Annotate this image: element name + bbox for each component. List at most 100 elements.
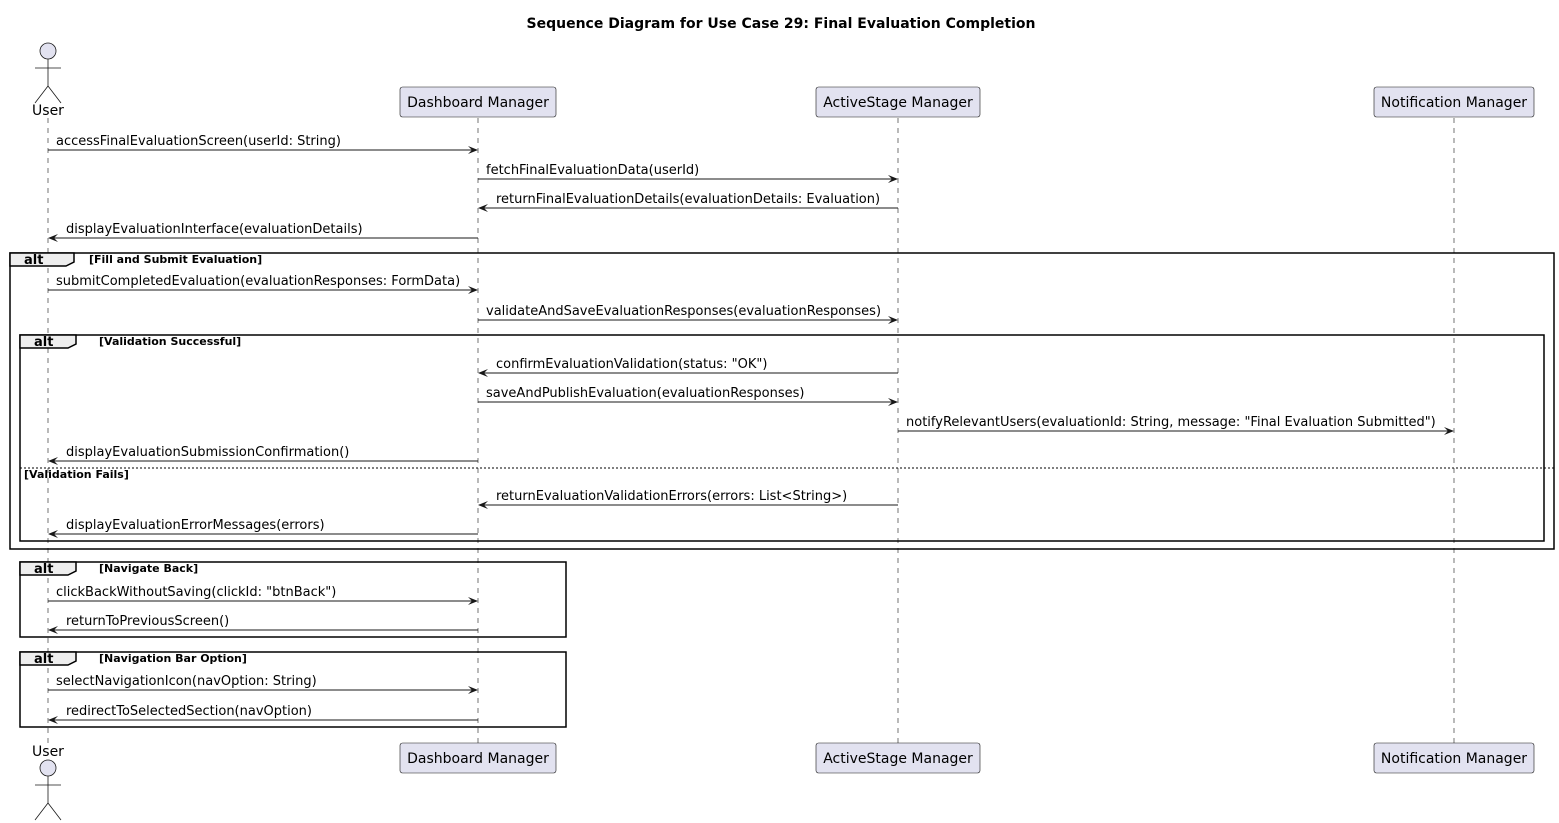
message-arrowhead <box>48 626 58 634</box>
message-11: returnEvaluationValidationErrors(errors:… <box>478 489 898 509</box>
message-arrowhead <box>48 530 58 538</box>
participant-box <box>815 742 981 774</box>
else-guard: [Validation Fails] <box>24 468 129 481</box>
message-arrowhead <box>468 146 478 154</box>
message-15: selectNavigationIcon(navOption: String) <box>48 674 478 694</box>
message-label: selectNavigationIcon(navOption: String) <box>56 674 317 689</box>
participant-label: Notification Manager <box>1381 751 1527 767</box>
participant-label: ActiveStage Manager <box>823 751 973 767</box>
message-label: validateAndSaveEvaluationResponses(evalu… <box>486 304 881 319</box>
participant-box <box>1373 742 1535 774</box>
fragment-keyword: alt <box>34 562 53 577</box>
fragment-keyword: alt <box>34 652 53 667</box>
message-arrowhead <box>888 398 898 406</box>
message-3: returnFinalEvaluationDetails(evaluationD… <box>478 192 898 212</box>
participant-notification-bottom: Notification Manager <box>1373 742 1535 774</box>
participant-label: User <box>32 103 64 119</box>
message-arrowhead <box>468 686 478 694</box>
message-6: validateAndSaveEvaluationResponses(evalu… <box>478 304 898 324</box>
message-label: displayEvaluationErrorMessages(errors) <box>66 518 325 533</box>
message-12: displayEvaluationErrorMessages(errors) <box>48 518 478 538</box>
alt-fragment-4: alt [Navigation Bar Option] <box>19 651 567 728</box>
message-arrowhead <box>48 716 58 724</box>
fragment-tab <box>19 561 77 576</box>
participant-label: ActiveStage Manager <box>823 95 973 111</box>
fragment-guard: [Fill and Submit Evaluation] <box>89 253 262 266</box>
fragment-guard: [Navigate Back] <box>99 562 198 575</box>
message-7: confirmEvaluationValidation(status: "OK"… <box>478 357 898 377</box>
message-arrowhead <box>478 369 488 377</box>
message-label: notifyRelevantUsers(evaluationId: String… <box>906 415 1436 430</box>
participant-activestage-bottom: ActiveStage Manager <box>815 742 981 774</box>
participant-label: Dashboard Manager <box>407 95 549 111</box>
message-5: submitCompletedEvaluation(evaluationResp… <box>48 274 478 294</box>
message-label: redirectToSelectedSection(navOption) <box>66 704 312 719</box>
fragment-keyword: alt <box>24 253 43 268</box>
participant-box <box>815 86 981 118</box>
message-arrowhead <box>478 204 488 212</box>
message-2: fetchFinalEvaluationData(userId) <box>478 163 898 183</box>
message-arrowhead <box>48 234 58 242</box>
fragment-frame <box>19 651 567 728</box>
message-8: saveAndPublishEvaluation(evaluationRespo… <box>478 386 898 406</box>
fragment-tab <box>9 252 75 267</box>
actor-right-leg <box>47 802 62 821</box>
message-arrowhead <box>468 597 478 605</box>
participant-label: Dashboard Manager <box>407 751 549 767</box>
message-arrowhead <box>1444 427 1454 435</box>
message-arrowhead <box>888 316 898 324</box>
alt-fragment-3: alt [Navigate Back] <box>19 561 567 638</box>
fragment-frame <box>19 334 1545 542</box>
fragment-guard: [Navigation Bar Option] <box>99 652 247 665</box>
message-label: saveAndPublishEvaluation(evaluationRespo… <box>486 386 804 401</box>
message-1: accessFinalEvaluationScreen(userId: Stri… <box>48 134 478 154</box>
fragment-tab <box>19 651 77 666</box>
message-arrowhead <box>478 501 488 509</box>
actor-head <box>39 759 57 777</box>
actor-user-top: User <box>32 42 64 119</box>
message-9: notifyRelevantUsers(evaluationId: String… <box>898 415 1454 435</box>
message-arrowhead <box>468 286 478 294</box>
message-arrowhead <box>888 175 898 183</box>
fragment-frame <box>19 561 567 638</box>
message-10: displayEvaluationSubmissionConfirmation(… <box>48 445 478 465</box>
message-4: displayEvaluationInterface(evaluationDet… <box>48 222 478 242</box>
message-label: returnEvaluationValidationErrors(errors:… <box>496 489 847 504</box>
participant-dashboard-top: Dashboard Manager <box>399 86 557 118</box>
messages: accessFinalEvaluationScreen(userId: Stri… <box>48 134 1454 724</box>
actor-right-leg <box>47 85 62 104</box>
message-13: clickBackWithoutSaving(clickId: "btnBack… <box>48 585 478 605</box>
message-label: displayEvaluationInterface(evaluationDet… <box>66 222 363 237</box>
participant-box <box>399 86 557 118</box>
alt-fragment-1: alt [Fill and Submit Evaluation] <box>9 252 1555 550</box>
fragments: alt [Fill and Submit Evaluation] alt [Valid… <box>9 252 1555 728</box>
actor-left-leg <box>34 802 49 821</box>
fragment-guard: [Validation Successful] <box>99 335 241 348</box>
participant-label: Notification Manager <box>1381 95 1527 111</box>
diagram-title: Sequence Diagram for Use Case 29: Final … <box>527 16 1036 32</box>
message-label: fetchFinalEvaluationData(userId) <box>486 163 699 178</box>
actor-user-bottom: User <box>32 744 64 821</box>
message-label: returnFinalEvaluationDetails(evaluationD… <box>496 192 880 207</box>
participant-label: User <box>32 744 64 760</box>
actor-left-leg <box>34 85 49 104</box>
message-label: accessFinalEvaluationScreen(userId: Stri… <box>56 134 341 149</box>
fragment-tab <box>19 334 77 349</box>
participant-notification-top: Notification Manager <box>1373 86 1535 118</box>
message-label: confirmEvaluationValidation(status: "OK"… <box>496 357 767 372</box>
participant-box <box>1373 86 1535 118</box>
participant-activestage-top: ActiveStage Manager <box>815 86 981 118</box>
fragment-frame <box>9 252 1555 550</box>
actor-head <box>39 42 57 60</box>
message-label: displayEvaluationSubmissionConfirmation(… <box>66 445 349 460</box>
fragment-keyword: alt <box>34 335 53 350</box>
message-14: returnToPreviousScreen() <box>48 614 478 634</box>
message-label: clickBackWithoutSaving(clickId: "btnBack… <box>56 585 336 600</box>
message-label: returnToPreviousScreen() <box>66 614 229 629</box>
message-label: submitCompletedEvaluation(evaluationResp… <box>56 274 460 289</box>
participant-box <box>399 742 557 774</box>
alt-fragment-2: alt [Validation Successful] [Validation Fa… <box>19 334 1554 542</box>
participant-dashboard-bottom: Dashboard Manager <box>399 742 557 774</box>
